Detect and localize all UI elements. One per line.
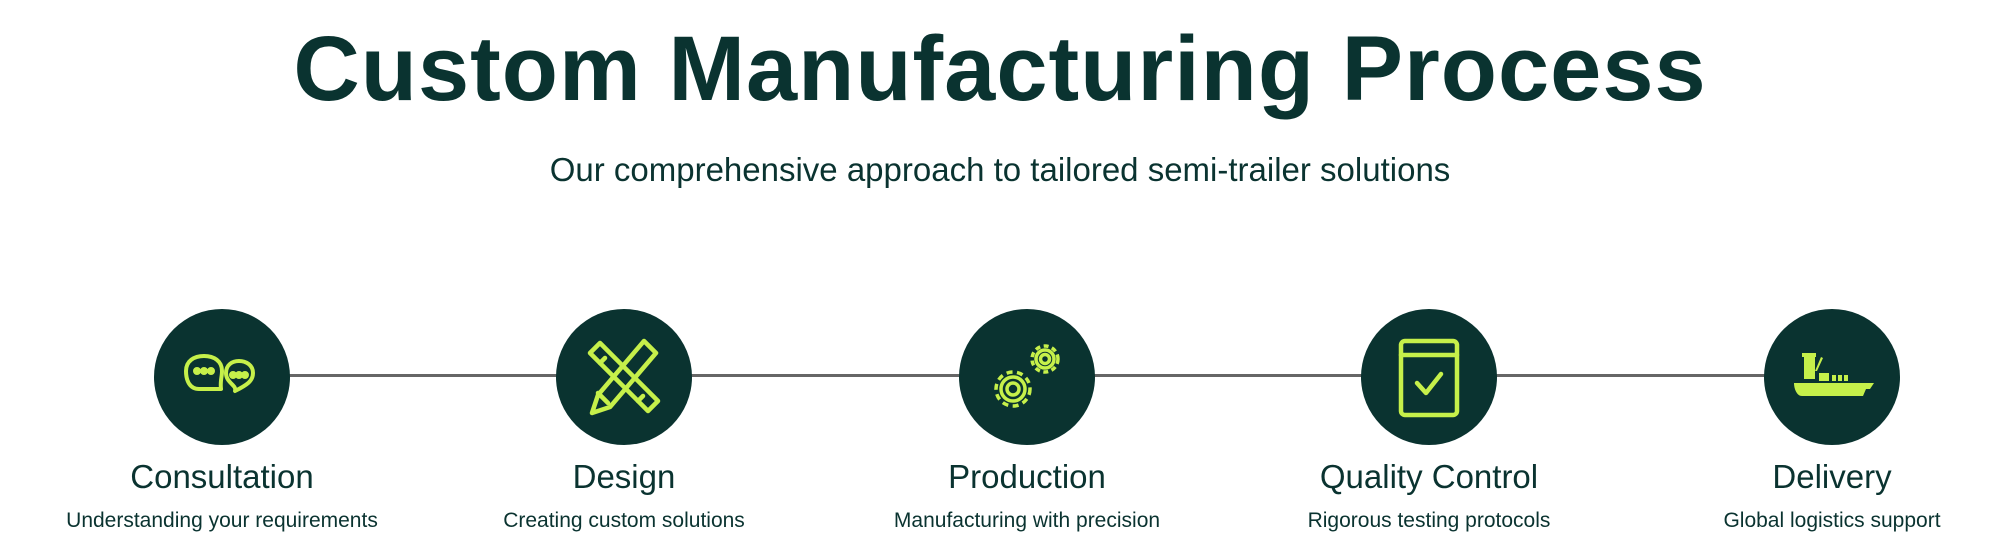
- step-consultation: Consultation Understanding your requirem…: [2, 309, 442, 535]
- page-subtitle: Our comprehensive approach to tailored s…: [549, 151, 1451, 188]
- checklist-window-icon: [1398, 338, 1460, 418]
- step-quality-control: Quality Control Rigorous testing protoco…: [1209, 309, 1649, 535]
- cargo-ship-icon: [1794, 353, 1874, 396]
- gears-icon: [994, 344, 1060, 408]
- step-delivery: Delivery Global logistics support: [1612, 309, 2000, 535]
- step-icon-circle: [959, 309, 1095, 445]
- page-title: Custom Manufacturing Process: [293, 18, 1707, 120]
- step-description: Understanding your requirements: [66, 509, 378, 532]
- step-icon-circle: [1764, 309, 1900, 445]
- step-label: Quality Control: [1319, 458, 1539, 495]
- step-description: Creating custom solutions: [503, 509, 745, 532]
- step-label: Design: [572, 458, 676, 495]
- pencil-ruler-icon: [587, 338, 661, 416]
- step-label: Production: [948, 458, 1106, 495]
- step-production: Production Manufacturing with precision: [807, 309, 1247, 535]
- step-label: Consultation: [130, 458, 314, 495]
- step-description: Rigorous testing protocols: [1307, 509, 1551, 532]
- step-icon-circle: [154, 309, 290, 445]
- chat-bubbles-icon: [184, 354, 255, 393]
- step-description: Manufacturing with precision: [893, 509, 1161, 532]
- step-icon-circle: [1361, 309, 1497, 445]
- step-icon-circle: [556, 309, 692, 445]
- step-design: Design Creating custom solutions: [404, 309, 844, 535]
- step-label: Delivery: [1772, 458, 1892, 495]
- step-description: Global logistics support: [1723, 509, 1941, 532]
